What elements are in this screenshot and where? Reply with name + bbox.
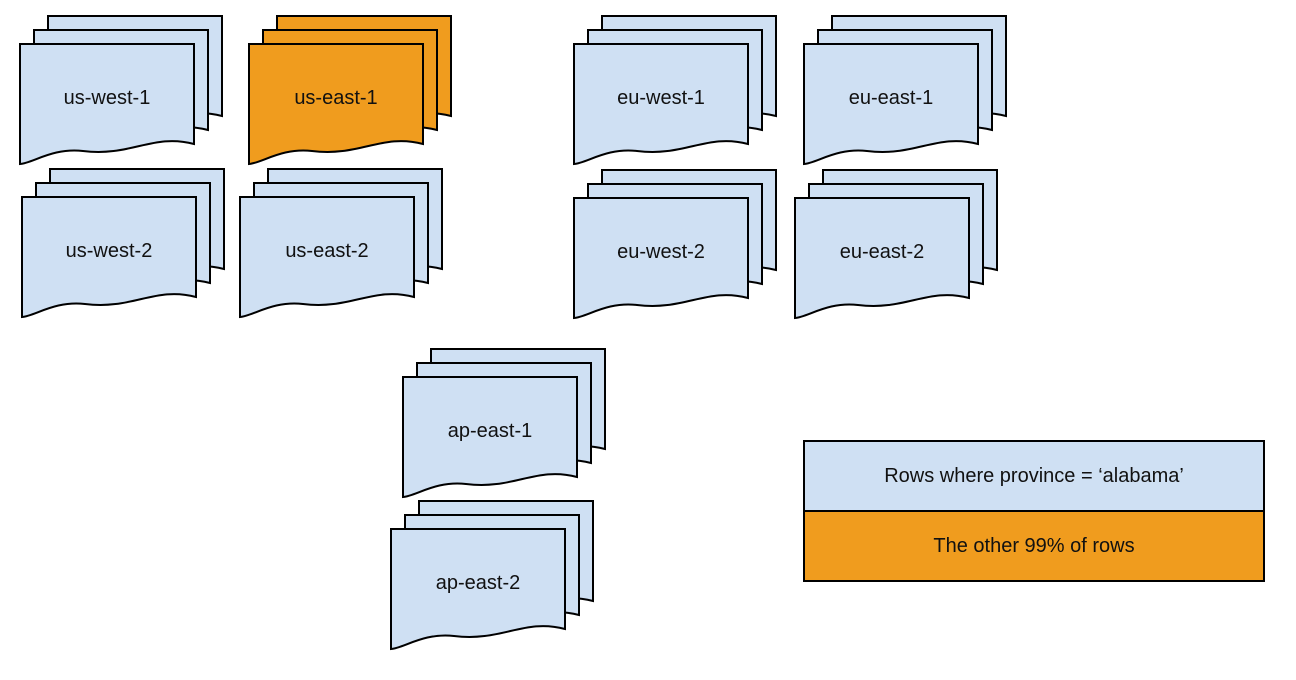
- document-sheet-icon: [803, 43, 979, 165]
- region-stack-us-west-2: us-west-2: [21, 168, 225, 320]
- region-stack-eu-west-1: eu-west-1: [573, 15, 777, 167]
- document-sheet-icon: [248, 43, 424, 165]
- region-stack-eu-east-2: eu-east-2: [794, 169, 998, 321]
- region-stack-eu-west-2: eu-west-2: [573, 169, 777, 321]
- region-stack-us-west-1: us-west-1: [19, 15, 223, 167]
- legend-item-other-rows: The other 99% of rows: [803, 510, 1265, 582]
- region-stack-ap-east-2: ap-east-2: [390, 500, 594, 652]
- document-sheet-icon: [239, 196, 415, 318]
- region-stack-ap-east-1: ap-east-1: [402, 348, 606, 500]
- legend: Rows where province = ‘alabama’ The othe…: [803, 440, 1265, 582]
- document-sheet-icon: [573, 43, 749, 165]
- document-sheet-icon: [21, 196, 197, 318]
- region-stack-us-east-2: us-east-2: [239, 168, 443, 320]
- document-sheet-icon: [794, 197, 970, 319]
- document-sheet-icon: [402, 376, 578, 498]
- document-sheet-icon: [390, 528, 566, 650]
- document-sheet-icon: [573, 197, 749, 319]
- region-stack-us-east-1: us-east-1: [248, 15, 452, 167]
- region-stack-eu-east-1: eu-east-1: [803, 15, 1007, 167]
- document-sheet-icon: [19, 43, 195, 165]
- legend-item-alabama-rows: Rows where province = ‘alabama’: [803, 440, 1265, 512]
